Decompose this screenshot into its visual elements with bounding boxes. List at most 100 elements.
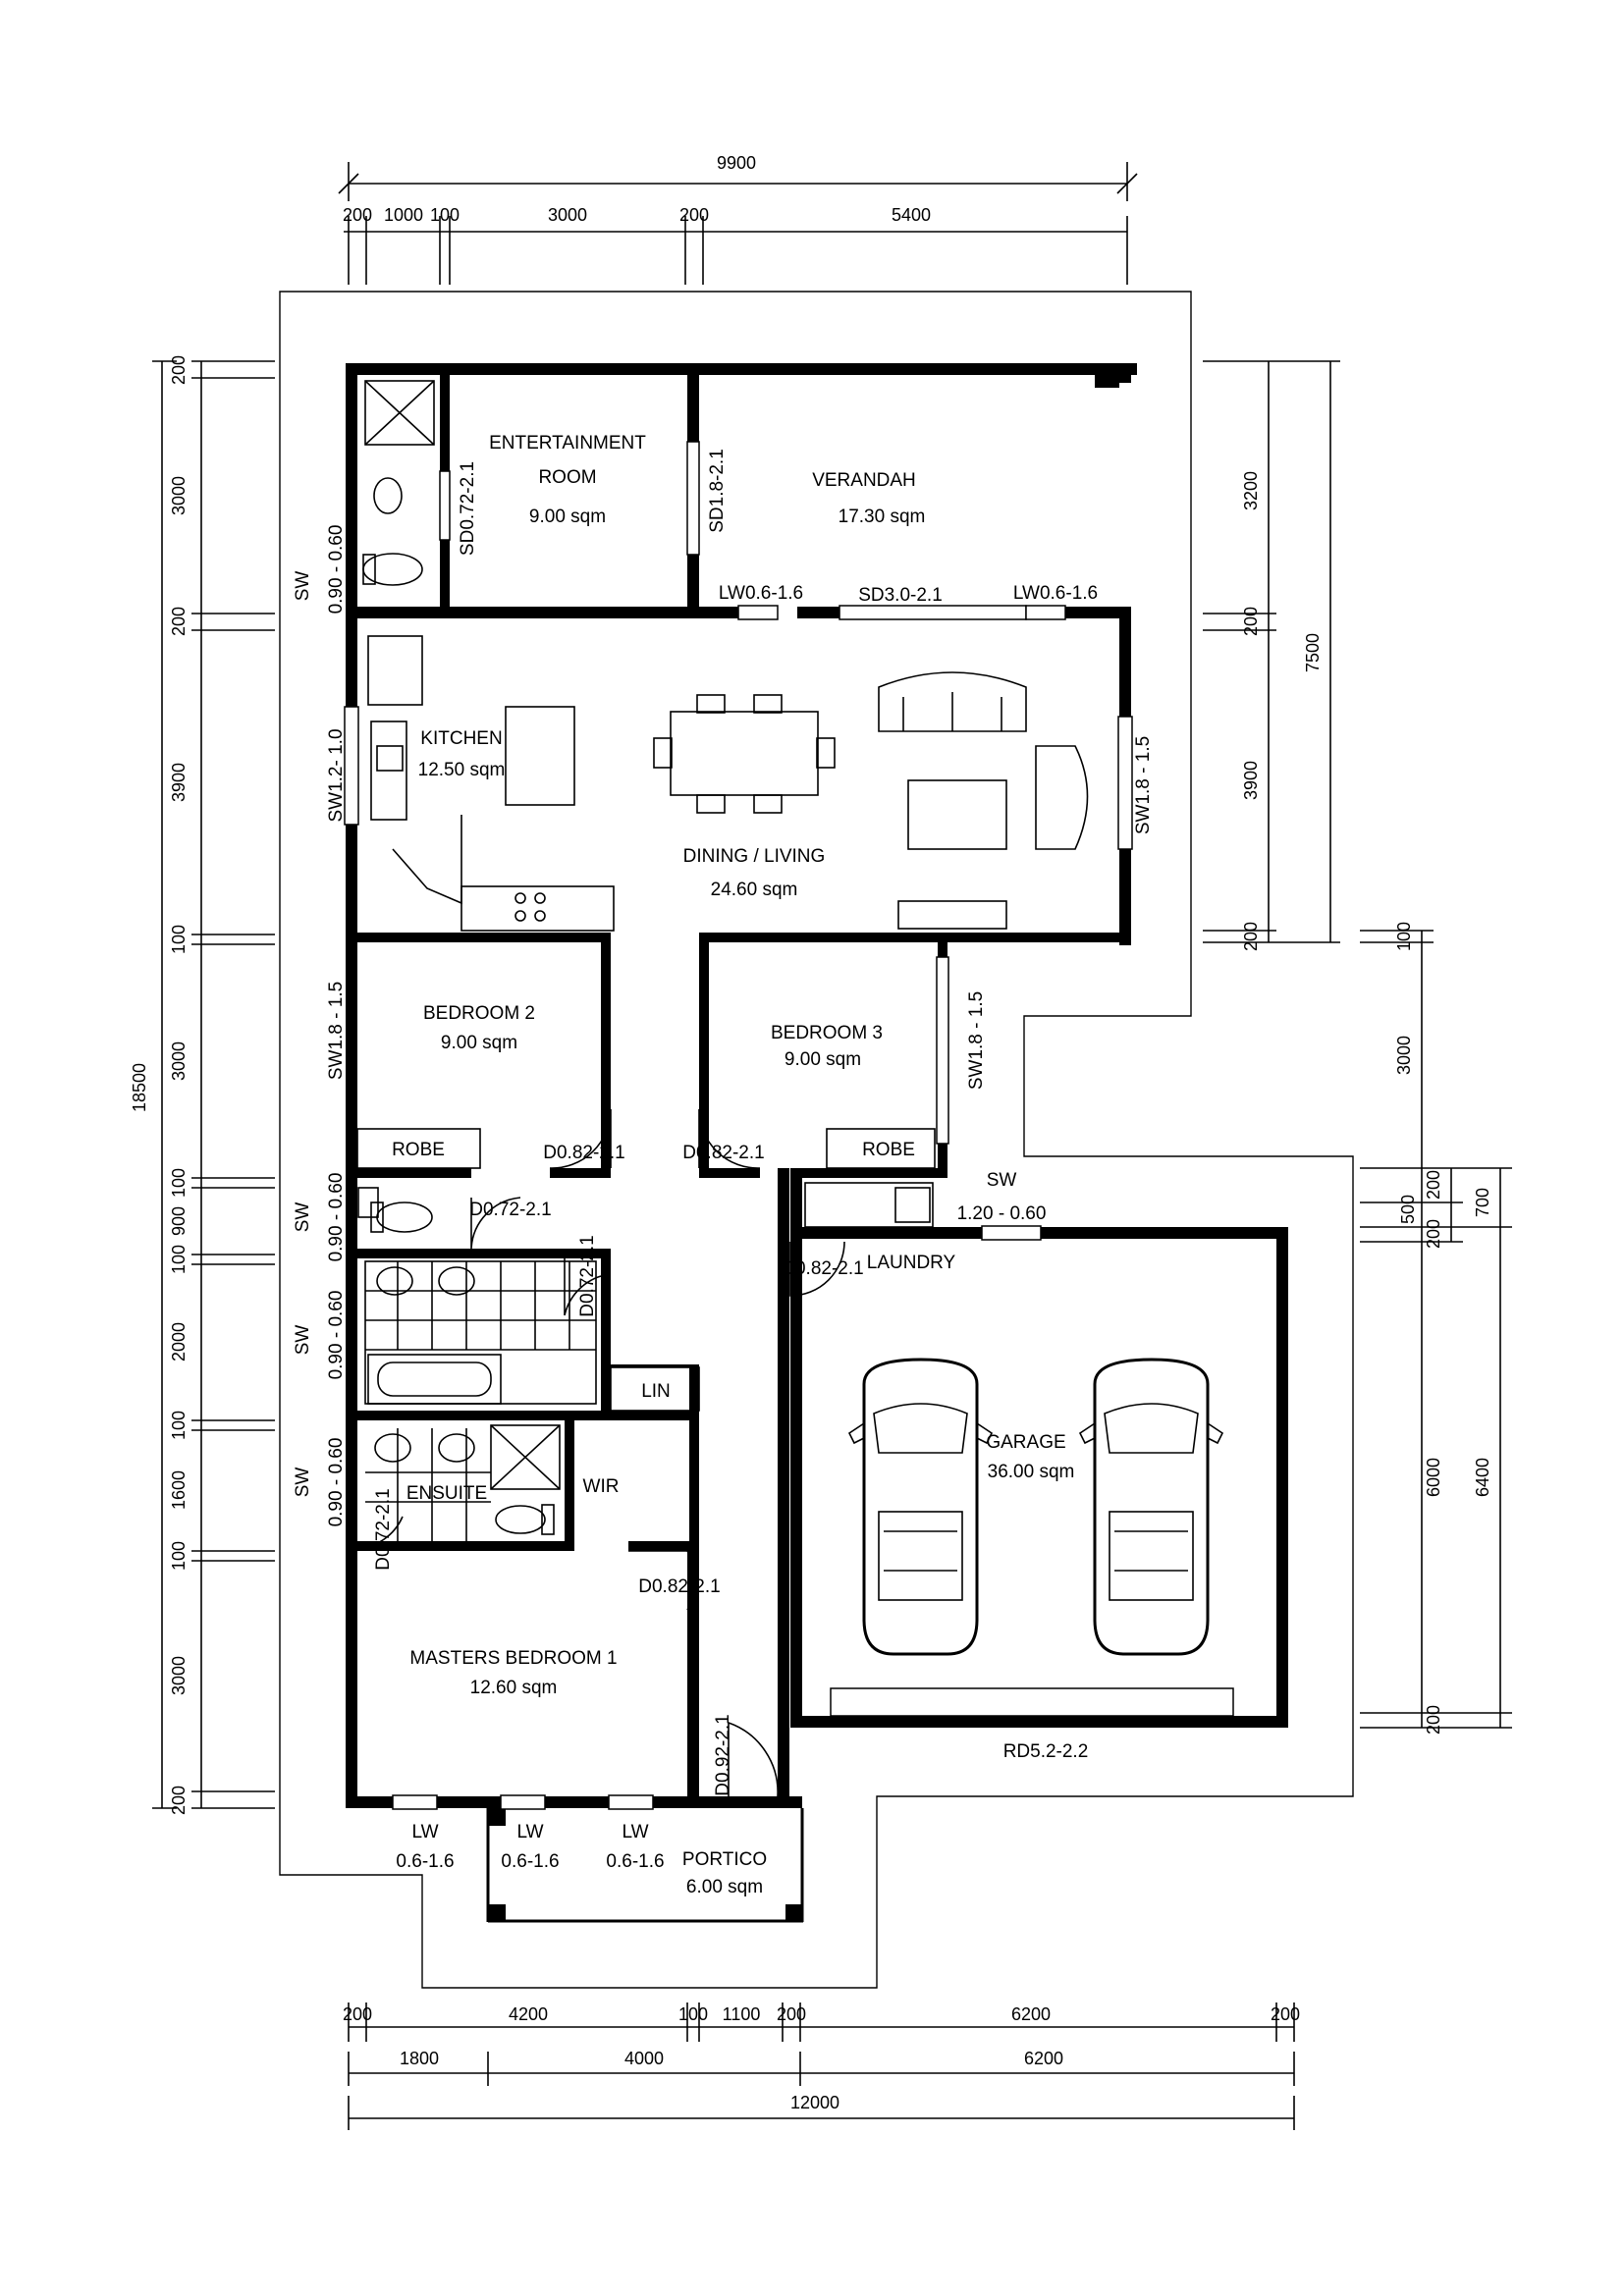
label-d082-wir: D0.82-2.1 [638, 1576, 720, 1597]
label-sw-size-4: 0.90 - 0.60 [326, 1438, 347, 1527]
dim-right-3: 3900 [1241, 761, 1261, 800]
wir-name: WIR [583, 1476, 620, 1497]
left-dimensions: 18500 200 3000 200 3900 100 3000 100 900… [130, 355, 275, 1815]
dim-left-6: 3000 [169, 1041, 189, 1081]
label-sw-3: SW [293, 1325, 313, 1356]
label-d082-laundry: D0.82-2.1 [782, 1258, 863, 1279]
label-lw-1: LW0.6-1.6 [719, 583, 803, 604]
dim-bottom-row2-3: 6200 [1024, 2049, 1063, 2068]
dim-top-1: 200 [343, 205, 372, 225]
dim-bottom-2: 4200 [509, 2004, 548, 2024]
label-d072-wc: D0.72-2.1 [469, 1200, 551, 1220]
dim-left-4: 3900 [169, 763, 189, 802]
bedroom2-name: BEDROOM 2 [423, 1003, 535, 1024]
dim-left-2: 3000 [169, 476, 189, 515]
label-lw-m3: LW [622, 1822, 648, 1842]
dim-left-15: 200 [169, 1786, 189, 1815]
bedroom2-area: 9.00 sqm [441, 1033, 517, 1053]
dim-right-lower-4: 500 [1398, 1195, 1418, 1224]
dim-right-lower-total-b: 6400 [1473, 1458, 1492, 1497]
label-lw-m1: LW [411, 1822, 438, 1842]
label-d072-bath: D0.72-2.1 [577, 1235, 598, 1316]
label-lw-2: LW0.6-1.6 [1013, 583, 1098, 604]
dim-left-14: 3000 [169, 1656, 189, 1695]
dim-bottom-total: 12000 [790, 2093, 839, 2112]
bedroom3-name: BEDROOM 3 [771, 1023, 883, 1043]
lin-name: LIN [641, 1381, 671, 1402]
room-labels: ENTERTAINMENT ROOM 9.00 sqm VERANDAH 17.… [392, 433, 1074, 1897]
garage-name: GARAGE [986, 1432, 1065, 1453]
dim-left-1: 200 [169, 355, 189, 385]
dim-top-2: 1000 [384, 205, 423, 225]
label-sw1815-bed2: SW1.8 - 1.5 [326, 982, 347, 1080]
garage-area: 36.00 sqm [988, 1462, 1075, 1482]
label-sw-laundry-size: 1.20 - 0.60 [957, 1203, 1047, 1224]
dim-bottom-4: 1100 [723, 2004, 761, 2024]
entertainment-name-1: ENTERTAINMENT [489, 433, 646, 454]
dim-left-12: 1600 [169, 1470, 189, 1510]
portico-name: PORTICO [682, 1849, 767, 1870]
label-sw-4: SW [293, 1468, 313, 1498]
dim-top-6: 5400 [892, 205, 931, 225]
label-d072-ensuite: D0.72-2.1 [373, 1488, 394, 1570]
label-d092-entry: D0.92-2.1 [713, 1714, 733, 1795]
dining-name: DINING / LIVING [683, 846, 826, 867]
label-sw1210: SW1.2- 1.0 [326, 728, 347, 822]
dim-right-lower-2: 3000 [1394, 1036, 1414, 1075]
door-swings [354, 1108, 845, 1797]
label-sw-size-2: 0.90 - 0.60 [326, 1173, 347, 1262]
dim-bottom-6: 6200 [1011, 2004, 1051, 2024]
dim-right-4: 200 [1241, 922, 1261, 951]
label-sw-2: SW [293, 1202, 313, 1233]
master-area: 12.60 sqm [470, 1678, 558, 1698]
label-sw1815-living: SW1.8 - 1.5 [1133, 736, 1154, 834]
opening-labels: SD0.72-2.1 SD1.8-2.1 LW0.6-1.6 SD3.0-2.1… [293, 449, 1154, 1872]
label-sw-size-3: 0.90 - 0.60 [326, 1291, 347, 1380]
dim-left-8: 900 [169, 1206, 189, 1236]
dim-bottom-5: 200 [777, 2004, 806, 2024]
robe-bedroom2: ROBE [392, 1140, 445, 1160]
portico-area: 6.00 sqm [686, 1877, 763, 1897]
label-d082-bed2: D0.82-2.1 [543, 1143, 624, 1163]
label-d082-bed3: D0.82-2.1 [682, 1143, 764, 1163]
ensuite-name: ENSUITE [406, 1483, 487, 1504]
windows [344, 441, 1234, 1810]
label-lw-m3-size: 0.6-1.6 [606, 1851, 664, 1872]
dim-right-lower-5: 200 [1424, 1219, 1443, 1249]
dim-right-lower-7: 200 [1424, 1705, 1443, 1735]
label-sd072: SD0.72-2.1 [458, 461, 478, 556]
label-lw-m2: LW [516, 1822, 543, 1842]
label-sd18: SD1.8-2.1 [707, 449, 728, 533]
kitchen-area: 12.50 sqm [418, 760, 506, 780]
dim-left-9: 100 [169, 1245, 189, 1274]
label-sw1815-bed3: SW1.8 - 1.5 [966, 991, 987, 1090]
label-sw-size-1: 0.90 - 0.60 [326, 525, 347, 614]
dim-left-11: 100 [169, 1411, 189, 1440]
verandah-name: VERANDAH [812, 470, 916, 491]
verandah-area: 17.30 sqm [839, 507, 926, 527]
right-lower-dimensions: 100 3000 200 500 200 6000 200 700 6400 [1360, 922, 1512, 1735]
label-lw-m1-size: 0.6-1.6 [396, 1851, 454, 1872]
dim-left-10: 2000 [169, 1322, 189, 1362]
dim-left-13: 100 [169, 1541, 189, 1571]
dim-right-total: 7500 [1303, 633, 1323, 672]
site-boundary [279, 291, 1354, 1989]
dim-right-lower-total-a: 700 [1473, 1188, 1492, 1217]
label-sw-1: SW [293, 571, 313, 602]
dim-top-5: 200 [679, 205, 709, 225]
top-dimensions: 9900 200 1000 100 3000 200 5400 [338, 153, 1138, 285]
dim-right-2: 200 [1241, 607, 1261, 636]
dining-area: 24.60 sqm [711, 880, 798, 900]
entertainment-area: 9.00 sqm [529, 507, 606, 527]
fixtures [356, 380, 1089, 1541]
dim-bottom-7: 200 [1271, 2004, 1300, 2024]
dim-right-lower-6: 6000 [1424, 1458, 1443, 1497]
dim-bottom-row2-2: 4000 [624, 2049, 664, 2068]
dim-bottom-3: 100 [678, 2004, 708, 2024]
laundry-name: LAUNDRY [867, 1253, 956, 1273]
label-sd30: SD3.0-2.1 [858, 585, 943, 606]
dim-bottom-row2-1: 1800 [400, 2049, 439, 2068]
dim-top-total: 9900 [717, 153, 756, 173]
right-upper-dimensions: 3200 200 3900 200 7500 [1203, 360, 1340, 951]
